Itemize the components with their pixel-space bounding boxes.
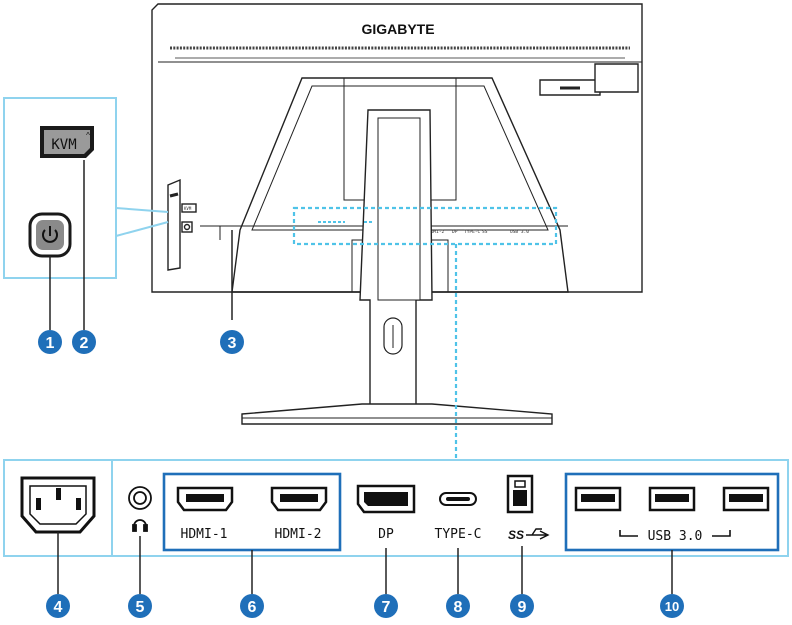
headphone-jack[interactable] [128, 486, 152, 510]
usb-type-c-port[interactable] [439, 492, 477, 506]
hdmi-1-label: HDMI-1 [181, 527, 228, 542]
hdmi-2-label: HDMI-2 [275, 527, 322, 542]
usb-a-port-3[interactable] [722, 486, 770, 512]
svg-text:2: 2 [80, 335, 89, 352]
usb30-bracket [619, 530, 731, 537]
callout-badge-8: 8 [446, 594, 470, 618]
callout-badges: 1 2 3 4 5 6 7 8 9 10 [38, 330, 684, 618]
callout-badge-1: 1 [38, 330, 62, 354]
usb-a-port-1[interactable] [574, 486, 622, 512]
svg-text:4: 4 [54, 599, 63, 616]
side-kvm-tiny-label: KVM [184, 206, 192, 211]
callout-badge-7: 7 [374, 594, 398, 618]
side-buttons-callout-panel [3, 97, 117, 279]
svg-text:1: 1 [46, 335, 55, 352]
svg-text:3: 3 [228, 335, 237, 352]
dp-label: DP [378, 527, 394, 542]
callout-badge-2: 2 [72, 330, 96, 354]
callout-badge-10: 10 [660, 594, 684, 618]
hdmi-2-port[interactable] [270, 486, 328, 512]
type-c-label: TYPE-C [435, 527, 482, 542]
usb30-label: USB 3.0 [648, 529, 703, 544]
callout-badge-3: 3 [220, 330, 244, 354]
svg-text:6: 6 [248, 599, 257, 616]
svg-text:10: 10 [665, 599, 679, 614]
tiny-label-typec: TYPE-C [464, 229, 481, 235]
kvm-button[interactable]: KVM ^ [40, 126, 94, 158]
stand-base [241, 403, 553, 425]
svg-text:8: 8 [454, 599, 463, 616]
svg-text:7: 7 [382, 599, 391, 616]
ss-usb-label: SS [508, 528, 524, 542]
callout-badge-6: 6 [240, 594, 264, 618]
tiny-label-ss: SS [482, 229, 488, 235]
monitor-brand-logo: GIGABYTE [361, 21, 434, 37]
callout-badge-4: 4 [46, 594, 70, 618]
hdmi-1-port[interactable] [176, 486, 234, 512]
displayport-port[interactable] [356, 484, 416, 514]
tiny-label-dp: DP [452, 229, 458, 235]
svg-text:5: 5 [136, 599, 145, 616]
kvm-button-label: KVM [51, 137, 76, 153]
tiny-label-hdmi2: HDMI-2 [428, 229, 445, 235]
usb-b-upstream-port[interactable] [506, 474, 534, 514]
ac-power-inlet[interactable] [20, 476, 96, 534]
usb-a-port-2[interactable] [648, 486, 696, 512]
monitor-tiny-port-labels: HDMI-2 DP TYPE-C SS USB 3.0 [428, 229, 529, 235]
callout-badge-9: 9 [510, 594, 534, 618]
port-area-highlight [292, 206, 558, 246]
superspeed-usb-icon: SS [508, 528, 550, 542]
ports-callout-panel [3, 459, 789, 557]
tiny-label-usb30: USB 3.0 [510, 229, 529, 235]
power-button[interactable] [28, 212, 72, 258]
svg-text:^: ^ [86, 131, 90, 140]
callout-badge-5: 5 [128, 594, 152, 618]
power-icon [42, 226, 58, 243]
headphone-icon [132, 519, 148, 532]
stand-neck [359, 109, 433, 409]
svg-text:9: 9 [518, 599, 527, 616]
